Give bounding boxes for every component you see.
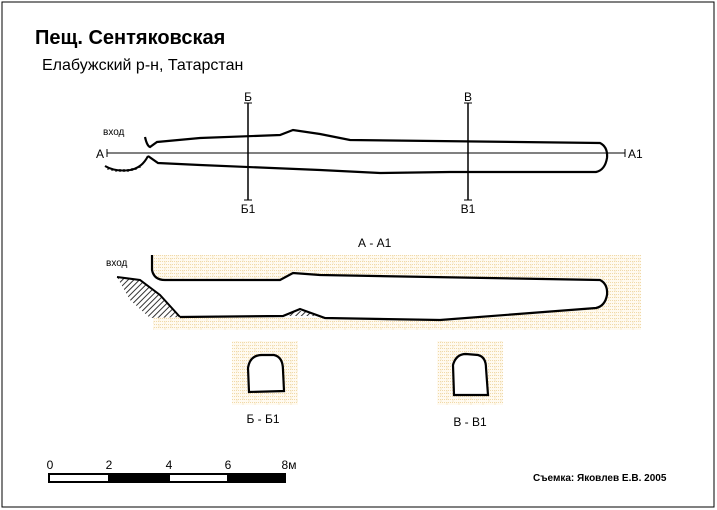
scale-tick-label: 2 (106, 458, 113, 472)
axis-end-label: А1 (628, 147, 643, 161)
page-title: Пещ. Сентяковская (35, 27, 225, 49)
section-b-bottom-label: Б1 (241, 202, 256, 216)
scale-tick-label: 0 (47, 458, 54, 472)
cave-profile-outline (150, 255, 609, 322)
profile-title: А - А1 (358, 236, 392, 250)
entrance-ticks (107, 165, 141, 172)
entrance-drop-edge (104, 155, 149, 172)
cross-section-v: В - В1 (437, 341, 503, 429)
cross-section-b: Б - Б1 (232, 341, 298, 426)
entrance-debris (117, 277, 180, 318)
section-b-label: Б - Б1 (246, 412, 279, 426)
scale-bar: 0 2 4 6 8м (47, 458, 297, 483)
section-v-top-label: В (464, 90, 472, 104)
plan-entrance-label: вход (103, 127, 125, 138)
section-v-bottom-label: В1 (461, 202, 476, 216)
cave-plan-outline (143, 128, 609, 175)
scale-tick-label: 4 (166, 458, 173, 472)
section-v-label: В - В1 (453, 415, 487, 429)
plan-view: вход А А1 Б Б1 В В1 (96, 90, 643, 216)
section-b-top-label: Б (244, 90, 252, 104)
scale-tick-label: 8м (282, 458, 297, 472)
profile-entrance-label: вход (106, 258, 128, 269)
scale-tick-label: 6 (225, 458, 232, 472)
subtitle: Елабужский р-н, Татарстан (42, 57, 243, 74)
profile-view: А - А1 вход (106, 236, 641, 330)
axis-start-label: А (96, 147, 104, 161)
survey-credit: Съемка: Яковлев Е.В. 2005 (533, 473, 667, 484)
